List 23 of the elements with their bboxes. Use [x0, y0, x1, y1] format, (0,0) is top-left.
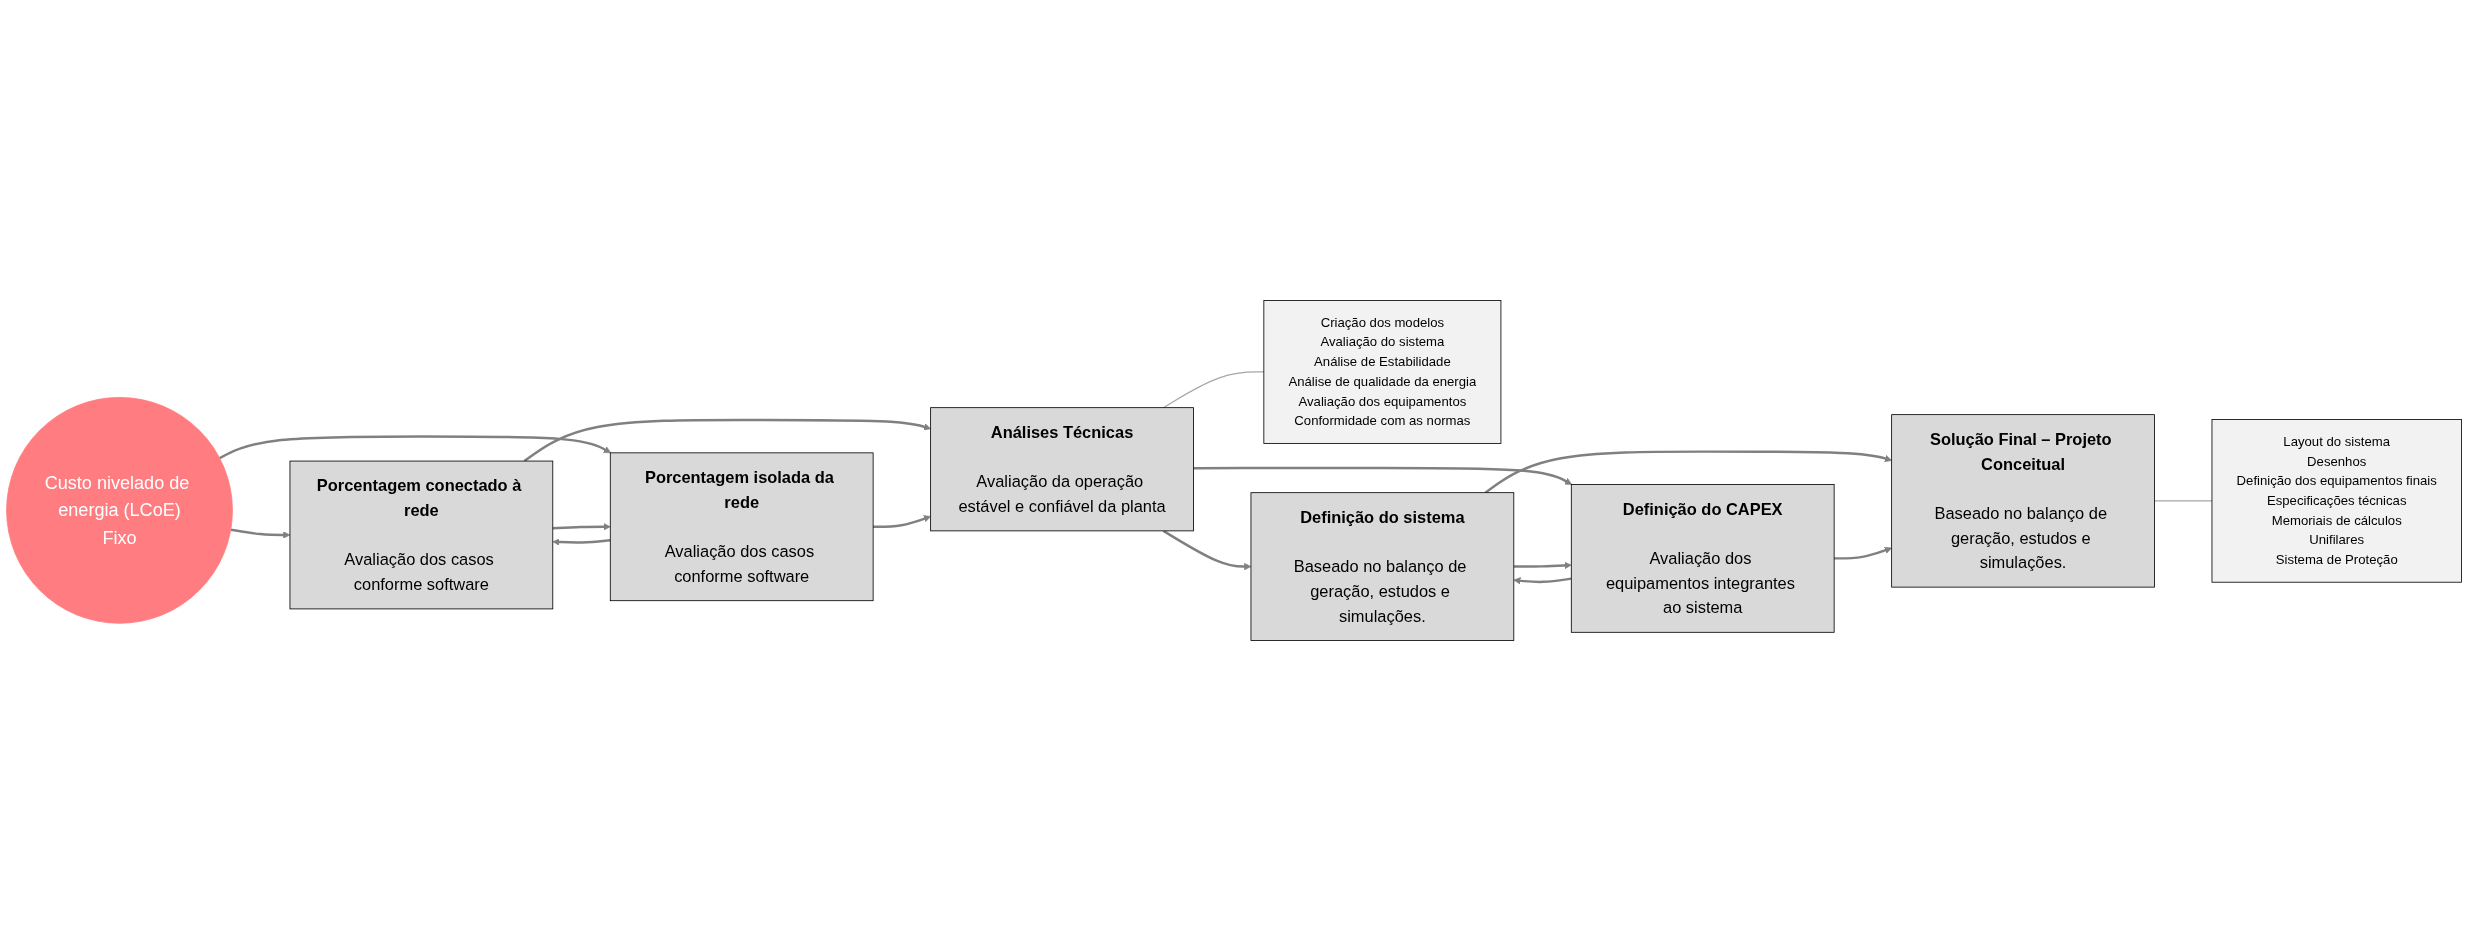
arrow	[552, 538, 611, 546]
node-box: Solução Final – Projeto Conceitual Baseado no balanço de geração, estudos e simulações.	[1891, 414, 2155, 588]
connector	[2153, 500, 2213, 502]
node-circle: Custo nivelado de energia (LCoE) Fixo	[6, 397, 233, 624]
node-box: Análises Técnicas Avaliação da operação estável e confiável da planta	[930, 407, 1194, 532]
arrow	[1193, 466, 1572, 485]
node-box: Definição do CAPEX Avaliação dos equipamentos integrantes ao sistema	[1570, 484, 1835, 633]
node-box: Layout do sistema Desenhos Definição dos equipamentos finais Especificações técnicas Memoriais de cálculos Unifilares Sistema de Proteção	[2211, 419, 2462, 583]
node-box: Porcentagem isolada da rede Avaliação dos casos conforme software	[609, 452, 874, 602]
arrow	[1513, 561, 1572, 570]
node-box: Criação dos modelos Avaliação do sistema Análise de Estabilidade Análise de qualidade da energia Avaliação dos equipamentos Conformidade com as normas	[1263, 300, 1502, 444]
arrow	[523, 418, 931, 463]
arrow	[230, 528, 291, 539]
node-box: Porcentagem conectado à rede Avaliação dos casos conforme software	[289, 460, 554, 610]
arrow	[873, 515, 931, 528]
arrow	[219, 435, 611, 460]
arrow	[1834, 546, 1892, 560]
arrow	[1484, 450, 1892, 494]
arrow	[1162, 529, 1252, 571]
arrow	[552, 523, 611, 531]
connector	[1162, 371, 1265, 409]
node-box: Definição do sistema Baseado no balanço de geração, estudos e simulações.	[1250, 492, 1515, 641]
arrow	[1513, 577, 1572, 585]
